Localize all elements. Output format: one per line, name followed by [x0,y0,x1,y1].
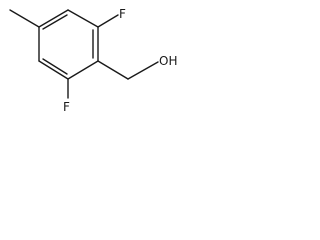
double-bond-c5-c6 [42,58,68,75]
ch2-bond [97,60,129,80]
bond-c5-c6 [38,60,69,80]
chemical-structure: F F OH [9,7,177,114]
bond-c4-c5 [67,60,99,80]
fluorine-top-bond [97,14,119,28]
hydroxyl-label: OH [159,54,177,68]
ch2-oh-bond [127,61,159,80]
fluorine-top-label: F [119,7,126,21]
bond-c2-c3 [67,9,99,28]
bond-c2-c1 [38,9,69,28]
fluorine-bottom-label: F [63,100,70,114]
double-bond-c2-c1 [42,14,68,30]
methyl-bond [9,9,40,28]
